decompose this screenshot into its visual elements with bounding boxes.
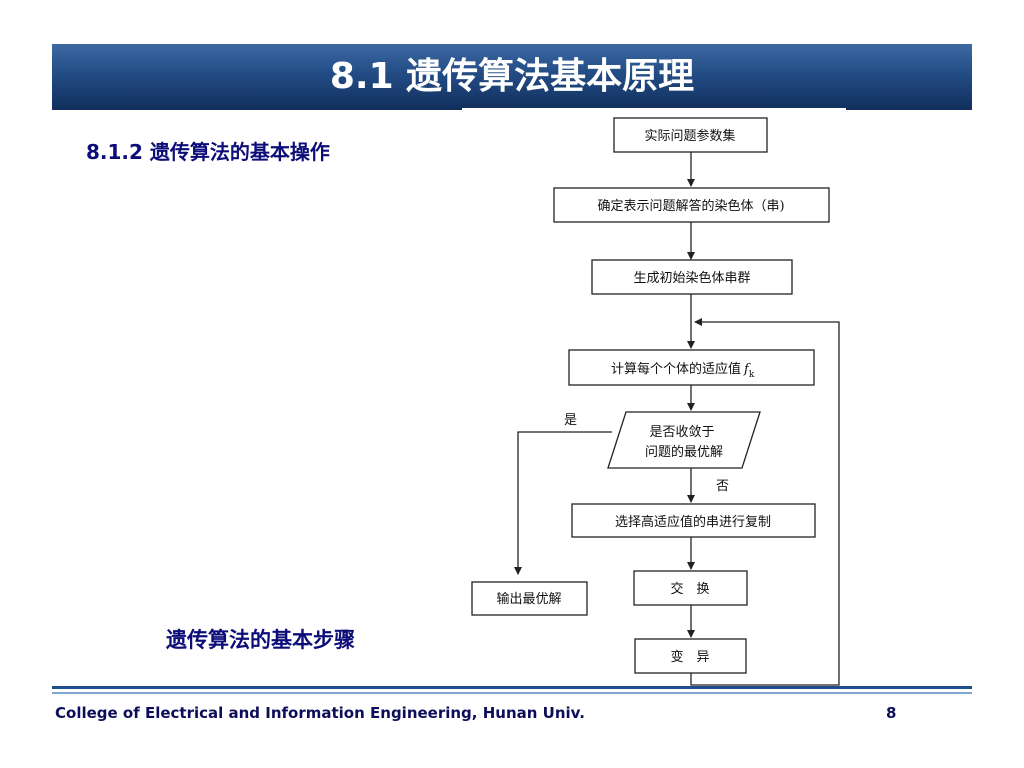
branch-label-yes: 是: [564, 413, 577, 428]
loop-back-connector: [690, 318, 840, 686]
node-init: [591, 259, 793, 295]
node-output-label: 输出最优解: [496, 591, 561, 607]
branch-label-no: 否: [716, 479, 729, 494]
fitness-subscript: k: [749, 370, 755, 380]
node-encode: [553, 187, 830, 223]
node-crossover: [633, 570, 748, 606]
node-fitness: [568, 349, 815, 386]
section-subheading: 8.1.2 遗传算法的基本操作: [86, 140, 330, 164]
decision-line2: 问题的最优解: [645, 444, 723, 460]
node-crossover-label: 交 换: [670, 581, 709, 597]
node-select: [571, 503, 816, 538]
flowchart-caption: 遗传算法的基本步骤: [166, 628, 355, 652]
connector-decision-to-output: [514, 431, 612, 575]
decision-line1: 是否收敛于: [649, 424, 714, 440]
footer-rule-secondary: [52, 692, 972, 694]
page-number: 8: [886, 704, 897, 722]
node-mutation-label: 变 异: [670, 649, 709, 665]
node-decision: [607, 411, 761, 469]
node-output: [471, 581, 588, 616]
node-init-label: 生成初始染色体串群: [633, 270, 750, 286]
node-params: [613, 117, 768, 153]
fitness-text: 计算每个个体的适应值: [611, 361, 741, 377]
title-bar: 8.1 遗传算法基本原理: [52, 44, 972, 110]
flowchart: 实际问题参数集 确定表示问题解答的染色体（串) 生成初始染色体串群 计算每个个体…: [471, 117, 840, 686]
footer-institution: College of Electrical and Information En…: [55, 704, 585, 722]
node-params-label: 实际问题参数集: [644, 128, 735, 144]
fitness-symbol: f: [743, 362, 751, 377]
node-select-label: 选择高适应值的串进行复制: [615, 514, 771, 530]
slide-title: 8.1 遗传算法基本原理: [329, 56, 695, 97]
node-mutation: [634, 638, 747, 674]
flowchart-panel: 实际问题参数集 确定表示问题解答的染色体（串) 生成初始染色体串群 计算每个个体…: [462, 108, 846, 692]
node-encode-label: 确定表示问题解答的染色体（串): [597, 198, 784, 214]
footer-rule: [52, 686, 972, 689]
